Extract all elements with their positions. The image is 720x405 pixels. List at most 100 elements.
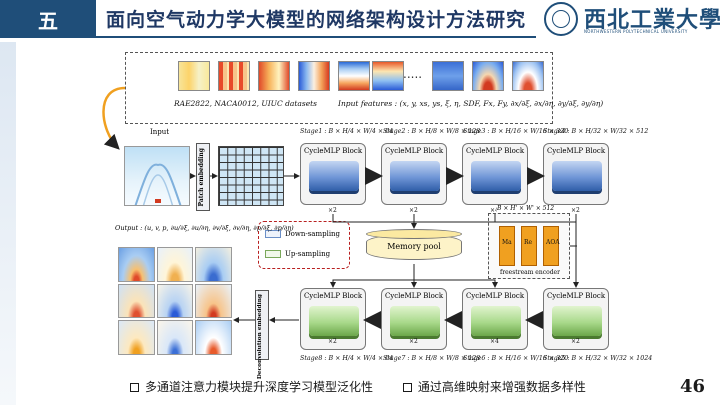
- output-fields-grid: [118, 247, 232, 355]
- deconvolution-embedding-layer: Deconvolution embedding: [255, 290, 269, 379]
- block-title: CycleMLP Block: [384, 292, 444, 300]
- decoder-block-5: CycleMLP Block: [543, 288, 609, 350]
- stage8-label: Stage8 : B × H/4 × W/4 × 64: [300, 355, 394, 362]
- input-field-image: [124, 146, 190, 206]
- stage5-label: Stage5 : B × H/32 × W/32 × 1024: [543, 355, 653, 362]
- decoder-tile: [552, 306, 602, 336]
- input-features-caption: Input features : (x, y, xs, ys, ξ, η, SD…: [338, 99, 604, 108]
- stage2-label: Stage2 : B × H/8 × W/8 × 128: [383, 128, 481, 135]
- encoder-repeat-3: ×4: [490, 207, 499, 214]
- legend-down: Down-sampling: [265, 230, 340, 238]
- output-field: [156, 247, 194, 282]
- university-name: 西北工業大學: [584, 7, 720, 33]
- freestream-aoa-label: AOA: [546, 239, 560, 246]
- left-decoration: [0, 42, 16, 405]
- output-label: Output : (u, v, p, ∂u/∂ξ, ∂u/∂η, ∂v/∂ξ, …: [115, 224, 294, 232]
- legend-up-label: Up-sampling: [285, 250, 331, 258]
- title-divider: [96, 36, 536, 38]
- output-field: [156, 283, 194, 319]
- datasets-panel: ..... RAE2822, NACA0012, UIUC datasets I…: [125, 52, 603, 124]
- sampling-legend: Down-sampling Up-sampling: [258, 221, 350, 269]
- legend-down-label: Down-sampling: [285, 230, 341, 238]
- key-point-text: 多通道注意力模块提升深度学习模型泛化性: [145, 380, 374, 394]
- input-label: Input: [150, 128, 170, 136]
- freestream-encoder-label: freestream encoder: [500, 269, 560, 276]
- memory-pool: Memory pool: [366, 229, 462, 263]
- output-field: [195, 247, 232, 282]
- freestream-re-label: Re: [524, 239, 533, 246]
- dataset-thumbnail: [512, 61, 544, 91]
- dataset-thumbnail: [372, 61, 404, 91]
- university-name-english: NORTHWESTERN POLYTECHNICAL UNIVERSITY: [584, 29, 688, 34]
- slide-header: 五 面向空气动力学大模型的网络架构设计方法研究 西北工業大學 NORTHWEST…: [0, 0, 720, 42]
- freestream-dims: B × H' × W' × 512: [497, 205, 555, 212]
- output-field: [195, 320, 232, 355]
- decoder-repeat-6: ×4: [490, 338, 499, 345]
- stage1-label: Stage1 : B × H/4 × W/4 × 64: [300, 128, 394, 135]
- output-field: [118, 320, 155, 355]
- dataset-thumbnail: [432, 61, 464, 91]
- block-title: CycleMLP Block: [384, 147, 444, 155]
- key-point-text: 通过高维映射来增强数据多样性: [417, 380, 586, 394]
- up-sampling-arrow-icon: [265, 250, 281, 258]
- encoder-block-2: CycleMLP Block: [381, 143, 447, 205]
- freestream-ma-label: Ma: [502, 239, 512, 246]
- stage6-label: Stage6 : B × H/16 × W/16 × 320: [463, 355, 569, 362]
- encoder-tile: [471, 161, 521, 191]
- university-seal-icon: [544, 2, 578, 36]
- encoder-block-1: CycleMLP Block: [300, 143, 366, 205]
- output-field: [195, 283, 232, 319]
- encoder-tile: [390, 161, 440, 191]
- page-number: 46: [680, 376, 706, 397]
- block-title: CycleMLP Block: [465, 292, 525, 300]
- dataset-thumbnail: [218, 61, 250, 91]
- freestream-aoa-box: AOA: [543, 226, 560, 266]
- checkbox-bullet-icon: [402, 383, 412, 392]
- output-field: [118, 247, 155, 282]
- encoder-tile: [309, 161, 359, 191]
- encoder-repeat-1: ×2: [328, 207, 337, 214]
- decoder-repeat-7: ×2: [409, 338, 418, 345]
- block-title: CycleMLP Block: [303, 147, 363, 155]
- memory-pool-label: Memory pool: [387, 242, 441, 251]
- decoder-repeat-5: ×2: [571, 338, 580, 345]
- decoder-tile: [309, 306, 359, 336]
- block-title: CycleMLP Block: [546, 147, 606, 155]
- freestream-encoder: B × H' × W' × 512 Ma Re AOA freestream e…: [488, 205, 570, 279]
- encoder-block-3: CycleMLP Block: [462, 143, 528, 205]
- down-sampling-arrow-icon: [265, 230, 281, 238]
- patch-embedding-layer: Patch embedding: [196, 143, 210, 211]
- decoder-tile: [390, 306, 440, 336]
- key-points: 多通道注意力模块提升深度学习模型泛化性 通过高维映射来增强数据多样性: [130, 378, 610, 396]
- checkbox-bullet-icon: [130, 383, 139, 392]
- key-point: 通过高维映射来增强数据多样性: [402, 378, 586, 395]
- encoder-repeat-4: ×2: [571, 207, 580, 214]
- stage3-label: Stage3 : B × H/16 × W/16 × 320: [463, 128, 569, 135]
- block-title: CycleMLP Block: [465, 147, 525, 155]
- patch-grid-image: [218, 146, 284, 206]
- output-field: [156, 320, 194, 355]
- dataset-caption: RAE2822, NACA0012, UIUC datasets: [174, 99, 318, 108]
- encoder-tile: [552, 161, 602, 191]
- dataset-thumbnail: [298, 61, 330, 91]
- dataset-thumbnail: [178, 61, 210, 91]
- decoder-block-7: CycleMLP Block: [381, 288, 447, 350]
- legend-up: Up-sampling: [265, 250, 330, 258]
- encoder-repeat-2: ×2: [409, 207, 418, 214]
- block-title: CycleMLP Block: [303, 292, 363, 300]
- dataset-thumbnail: [338, 61, 370, 91]
- section-badge: 五: [0, 0, 96, 38]
- stage7-label: Stage7 : B × H/8 × W/8 × 128: [383, 355, 481, 362]
- dataset-thumbnail: [258, 61, 290, 91]
- dataset-thumbnail: [472, 61, 504, 91]
- freestream-ma-box: Ma: [499, 226, 515, 266]
- key-point: 多通道注意力模块提升深度学习模型泛化性: [130, 378, 373, 395]
- block-title: CycleMLP Block: [546, 292, 606, 300]
- stage4-label: Stage4 : B × H/32 × W/32 × 512: [543, 128, 649, 135]
- freestream-re-box: Re: [521, 226, 537, 266]
- decoder-tile: [471, 306, 521, 336]
- output-field: [118, 283, 155, 319]
- decoder-repeat-8: ×2: [328, 338, 337, 345]
- slide-title: 面向空气动力学大模型的网络架构设计方法研究: [106, 9, 527, 31]
